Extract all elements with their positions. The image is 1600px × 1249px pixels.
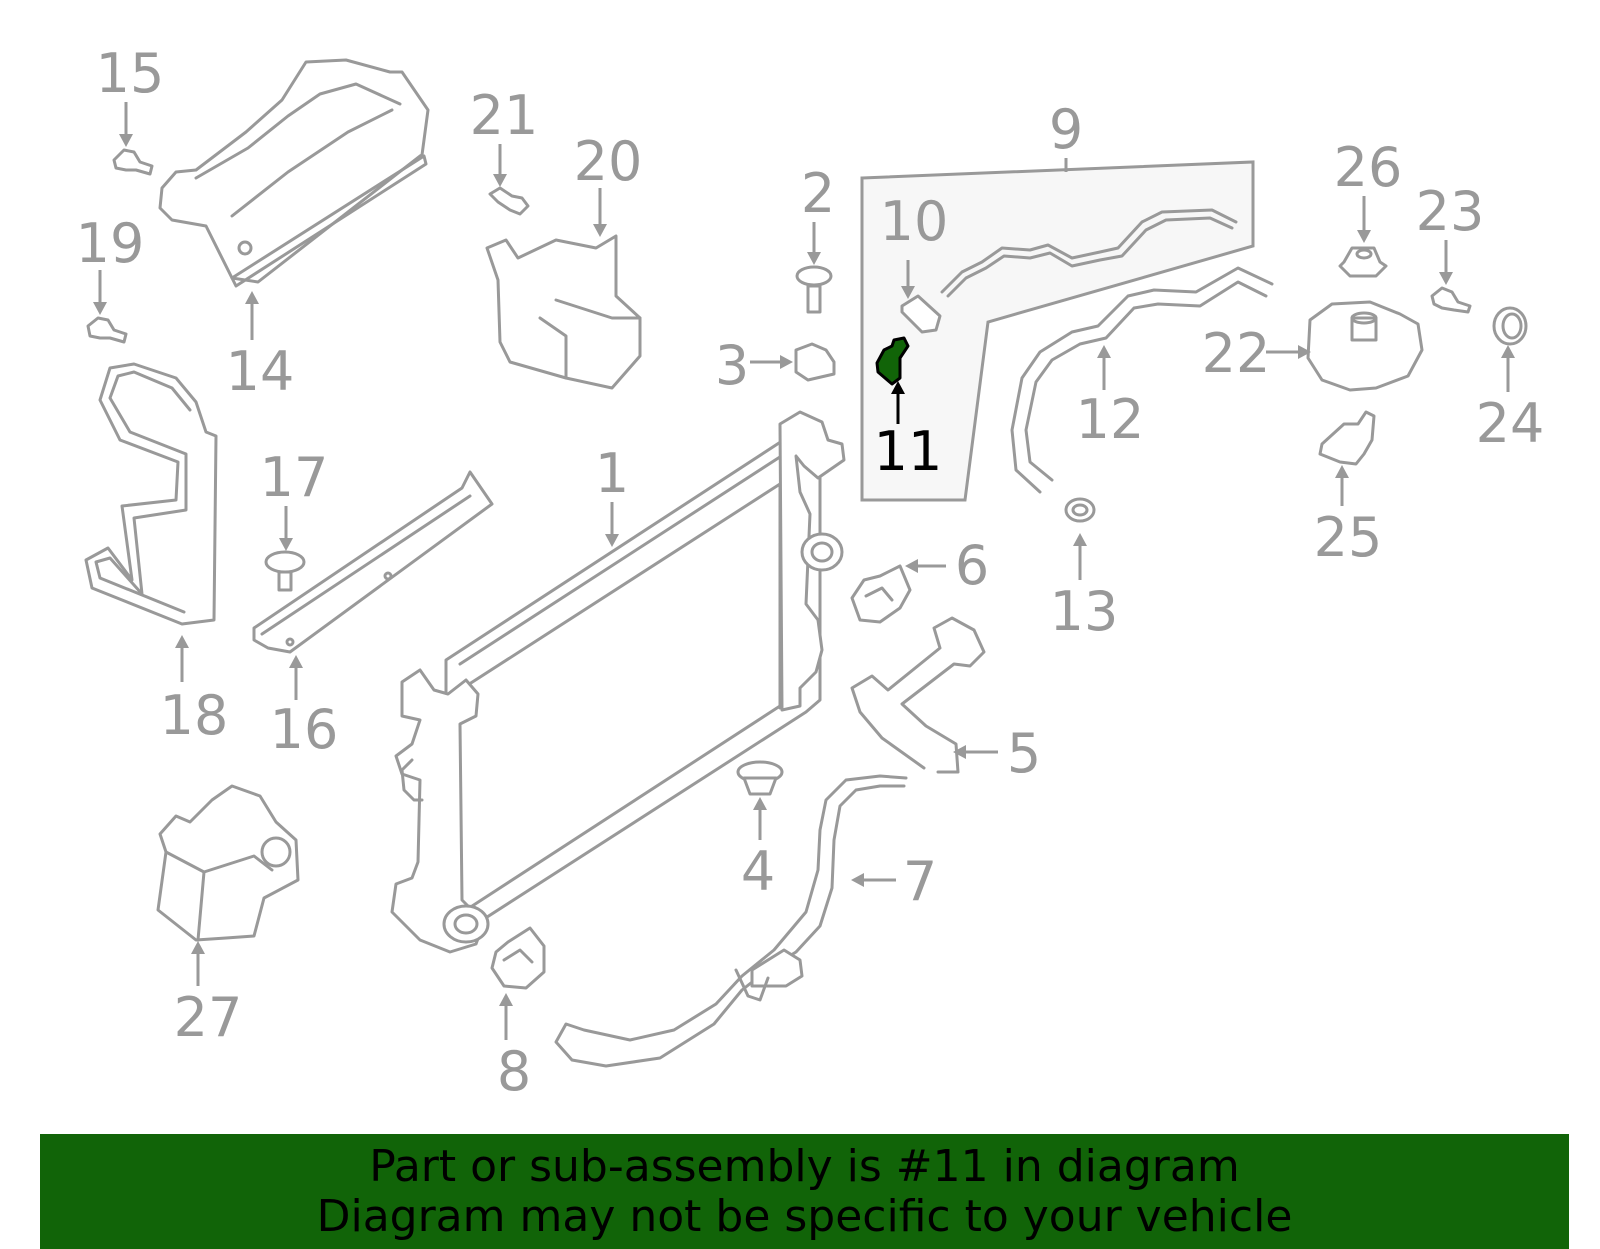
- leader-11: [891, 381, 905, 424]
- callout-24: 24: [1476, 392, 1545, 455]
- info-banner: Part or sub-assembly is #11 in diagram D…: [40, 1134, 1569, 1249]
- banner-line-2: Diagram may not be specific to your vehi…: [316, 1190, 1293, 1242]
- leader-18: [175, 635, 189, 682]
- callout-27: 27: [174, 986, 243, 1049]
- part-3-clip[interactable]: [794, 342, 836, 382]
- leader-27: [191, 941, 205, 986]
- leader-5: [953, 745, 998, 759]
- callout-25: 25: [1314, 506, 1383, 569]
- part-4-grommet[interactable]: [736, 760, 784, 796]
- callout-16: 16: [270, 698, 339, 761]
- part-6-clamp[interactable]: [850, 564, 912, 624]
- part-2-push-clip[interactable]: [795, 265, 833, 314]
- callout-17: 17: [260, 446, 329, 509]
- leader-26: [1357, 196, 1371, 243]
- part-26-nut[interactable]: [1338, 246, 1388, 278]
- leader-1: [605, 502, 619, 547]
- part-14-cover[interactable]: [158, 58, 430, 288]
- callout-13: 13: [1050, 580, 1119, 643]
- leader-10: [901, 260, 915, 299]
- callout-6: 6: [955, 534, 989, 597]
- callout-23: 23: [1416, 180, 1485, 243]
- callout-10: 10: [880, 190, 949, 253]
- callout-5: 5: [1007, 722, 1041, 785]
- callout-labels: 15 19 21 20 14 2 3 9 10 11 12 13 26 23 2…: [76, 42, 1545, 1103]
- part-19-bolt[interactable]: [86, 316, 128, 344]
- callout-12: 12: [1076, 388, 1145, 451]
- leader-21: [493, 144, 507, 187]
- callout-9: 9: [1049, 98, 1083, 161]
- leader-8: [499, 993, 513, 1040]
- part-15-bolt[interactable]: [112, 148, 154, 176]
- part-16-bracket[interactable]: [252, 470, 494, 654]
- leader-2: [807, 222, 821, 265]
- callout-15: 15: [96, 42, 165, 105]
- callout-22: 22: [1202, 322, 1271, 385]
- callout-8: 8: [497, 1040, 531, 1103]
- part-27-module[interactable]: [156, 784, 300, 942]
- part-23-bolt[interactable]: [1430, 286, 1472, 314]
- leader-22: [1266, 345, 1311, 359]
- callout-21: 21: [470, 84, 539, 147]
- leader-3: [750, 355, 793, 369]
- leader-17: [279, 506, 293, 551]
- leader-15: [119, 102, 133, 147]
- callout-7: 7: [903, 850, 937, 913]
- callout-26: 26: [1334, 136, 1403, 199]
- leader-13: [1073, 533, 1087, 580]
- banner-line-1: Part or sub-assembly is #11 in diagram: [369, 1140, 1240, 1192]
- callout-1: 1: [595, 442, 629, 505]
- leader-20: [593, 188, 607, 237]
- leader-19: [93, 270, 107, 315]
- part-25-bracket[interactable]: [1318, 410, 1376, 466]
- leader-lines: [93, 102, 1515, 1040]
- part-1-radiator[interactable]: [390, 410, 846, 954]
- part-12-hose[interactable]: [1010, 266, 1274, 494]
- part-5-hose[interactable]: [850, 616, 986, 774]
- part-18-shroud[interactable]: [84, 362, 218, 626]
- leader-14: [245, 291, 259, 340]
- leader-7: [851, 873, 896, 887]
- part-10-clamp[interactable]: [900, 294, 942, 334]
- part-8-clamp[interactable]: [490, 926, 546, 990]
- callout-14: 14: [226, 340, 295, 403]
- part-17-push-clip[interactable]: [264, 550, 306, 592]
- part-9-panel[interactable]: [860, 160, 1255, 502]
- part-11-bracket[interactable]: [875, 336, 910, 386]
- part-13-clamp[interactable]: [1064, 497, 1096, 523]
- part-7-hose[interactable]: [554, 774, 908, 1068]
- callout-11: 11: [874, 420, 943, 483]
- callout-4: 4: [741, 840, 775, 903]
- callout-19: 19: [76, 212, 145, 275]
- leader-4: [753, 797, 767, 840]
- callout-2: 2: [801, 162, 835, 225]
- leader-16: [289, 655, 303, 700]
- leader-23: [1439, 240, 1453, 285]
- part-22-reservoir[interactable]: [1306, 300, 1424, 392]
- callout-20: 20: [574, 130, 643, 193]
- leader-24: [1501, 345, 1515, 392]
- leader-12: [1097, 345, 1111, 390]
- leader-25: [1335, 465, 1349, 506]
- part-20-deflector[interactable]: [485, 234, 642, 390]
- diagram-canvas: 15 19 21 20 14 2 3 9 10 11 12 13 26 23 2…: [76, 42, 1545, 1103]
- callout-3: 3: [715, 334, 749, 397]
- part-24-seal[interactable]: [1492, 306, 1528, 346]
- leader-6: [905, 559, 946, 573]
- part-21-bolt[interactable]: [488, 186, 530, 216]
- callout-18: 18: [160, 684, 229, 747]
